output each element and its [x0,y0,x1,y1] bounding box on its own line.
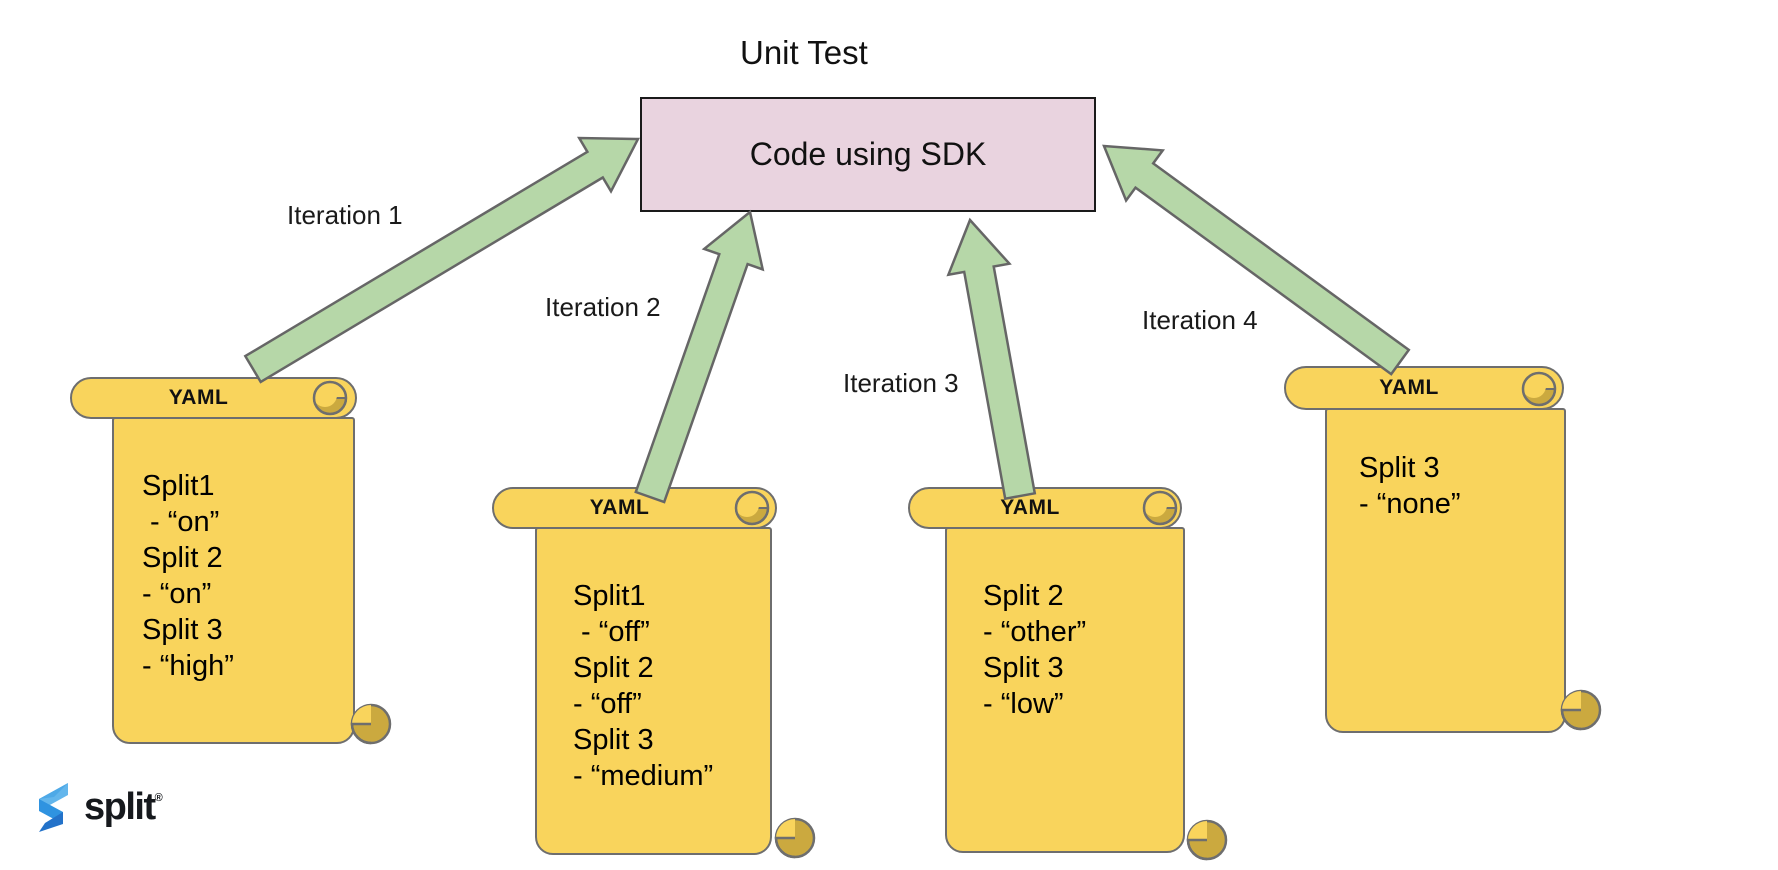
yaml-line: - “none” [1359,488,1461,520]
yaml-scroll-2-text: Split1 - “off” Split 2 - “off” Split 3 - “me… [573,578,713,794]
scroll-top-curl-icon [1142,490,1178,526]
split-logo: split® [32,782,163,832]
yaml-scroll-4-text: Split 3 - “none” [1359,450,1461,522]
scroll-bottom-curl-icon [350,703,392,745]
yaml-scroll-3-text: Split 2 - “other” Split 3 - “low” [983,578,1086,722]
iteration-1-label: Iteration 1 [287,200,403,230]
yaml-line: - “high” [142,650,234,682]
iteration-arrow-4 [1102,144,1411,376]
scroll-bottom-curl-icon [774,817,816,859]
yaml-line: Split 2 [142,542,223,574]
yaml-line: Split1 [573,580,646,612]
scroll-bottom-curl-icon [1186,819,1228,861]
yaml-line: - “other” [983,616,1087,648]
yaml-line: - “on” [142,578,212,610]
yaml-line: Split 3 [573,724,654,756]
iteration-3-label: Iteration 3 [843,368,959,398]
split-logo-icon [39,783,68,832]
iteration-arrow-1 [243,136,641,384]
scroll-bottom-curl-icon [1560,689,1602,731]
registered-mark: ® [154,791,163,804]
yaml-scroll-1-body [112,417,355,744]
yaml-line: Split 2 [573,652,654,684]
sdk-box-label: Code using SDK [749,136,987,172]
yaml-line: Split1 [142,470,215,502]
yaml-line: - “off” [573,688,642,720]
yaml-scroll-3-body [945,527,1185,853]
yaml-line: - “off” [573,616,650,648]
code-using-sdk-box: Code using SDK [640,97,1096,212]
yaml-scroll-2-body [535,527,772,855]
yaml-scroll-2: YAML Split1 - “off” Split 2 - “off” Split 3… [492,487,816,859]
scroll-top-curl-icon [734,490,770,526]
yaml-scroll-1-banner: YAML [70,377,357,419]
yaml-scroll-3-banner: YAML [908,487,1182,529]
yaml-scroll-2-title: YAML [589,496,650,519]
scroll-top-curl-icon [1521,371,1557,407]
iteration-4-label: Iteration 4 [1142,305,1258,335]
yaml-line: Split 3 [142,614,223,646]
yaml-line: - “medium” [573,760,714,792]
yaml-scroll-4: YAML Split 3 - “none” [1284,366,1602,736]
yaml-scroll-1-text: Split1 - “on” Split 2 - “on” Split 3 - “high… [142,468,234,684]
page-title: Unit Test [740,34,868,71]
yaml-line: - “on” [142,506,220,538]
yaml-scroll-1: YAML Split1 - “on” Split 2 - “on” Split 3 - … [70,377,392,747]
yaml-scroll-3: YAML Split 2 - “other” Split 3 - “low” [908,487,1228,861]
iteration-2-label: Iteration 2 [545,292,661,322]
yaml-scroll-4-title: YAML [1379,376,1439,399]
yaml-scroll-3-title: YAML [1000,496,1060,519]
yaml-line: Split 3 [1359,452,1440,484]
scroll-top-curl-icon [312,380,348,416]
iteration-arrow-3 [946,217,1037,501]
yaml-scroll-1-title: YAML [168,386,229,409]
yaml-line: - “low” [983,688,1064,720]
yaml-line: Split 3 [983,652,1064,684]
yaml-scroll-4-body [1325,408,1566,733]
iteration-arrow-2 [634,209,765,504]
split-logo-text: split® [84,785,163,828]
yaml-line: Split 2 [983,580,1064,612]
